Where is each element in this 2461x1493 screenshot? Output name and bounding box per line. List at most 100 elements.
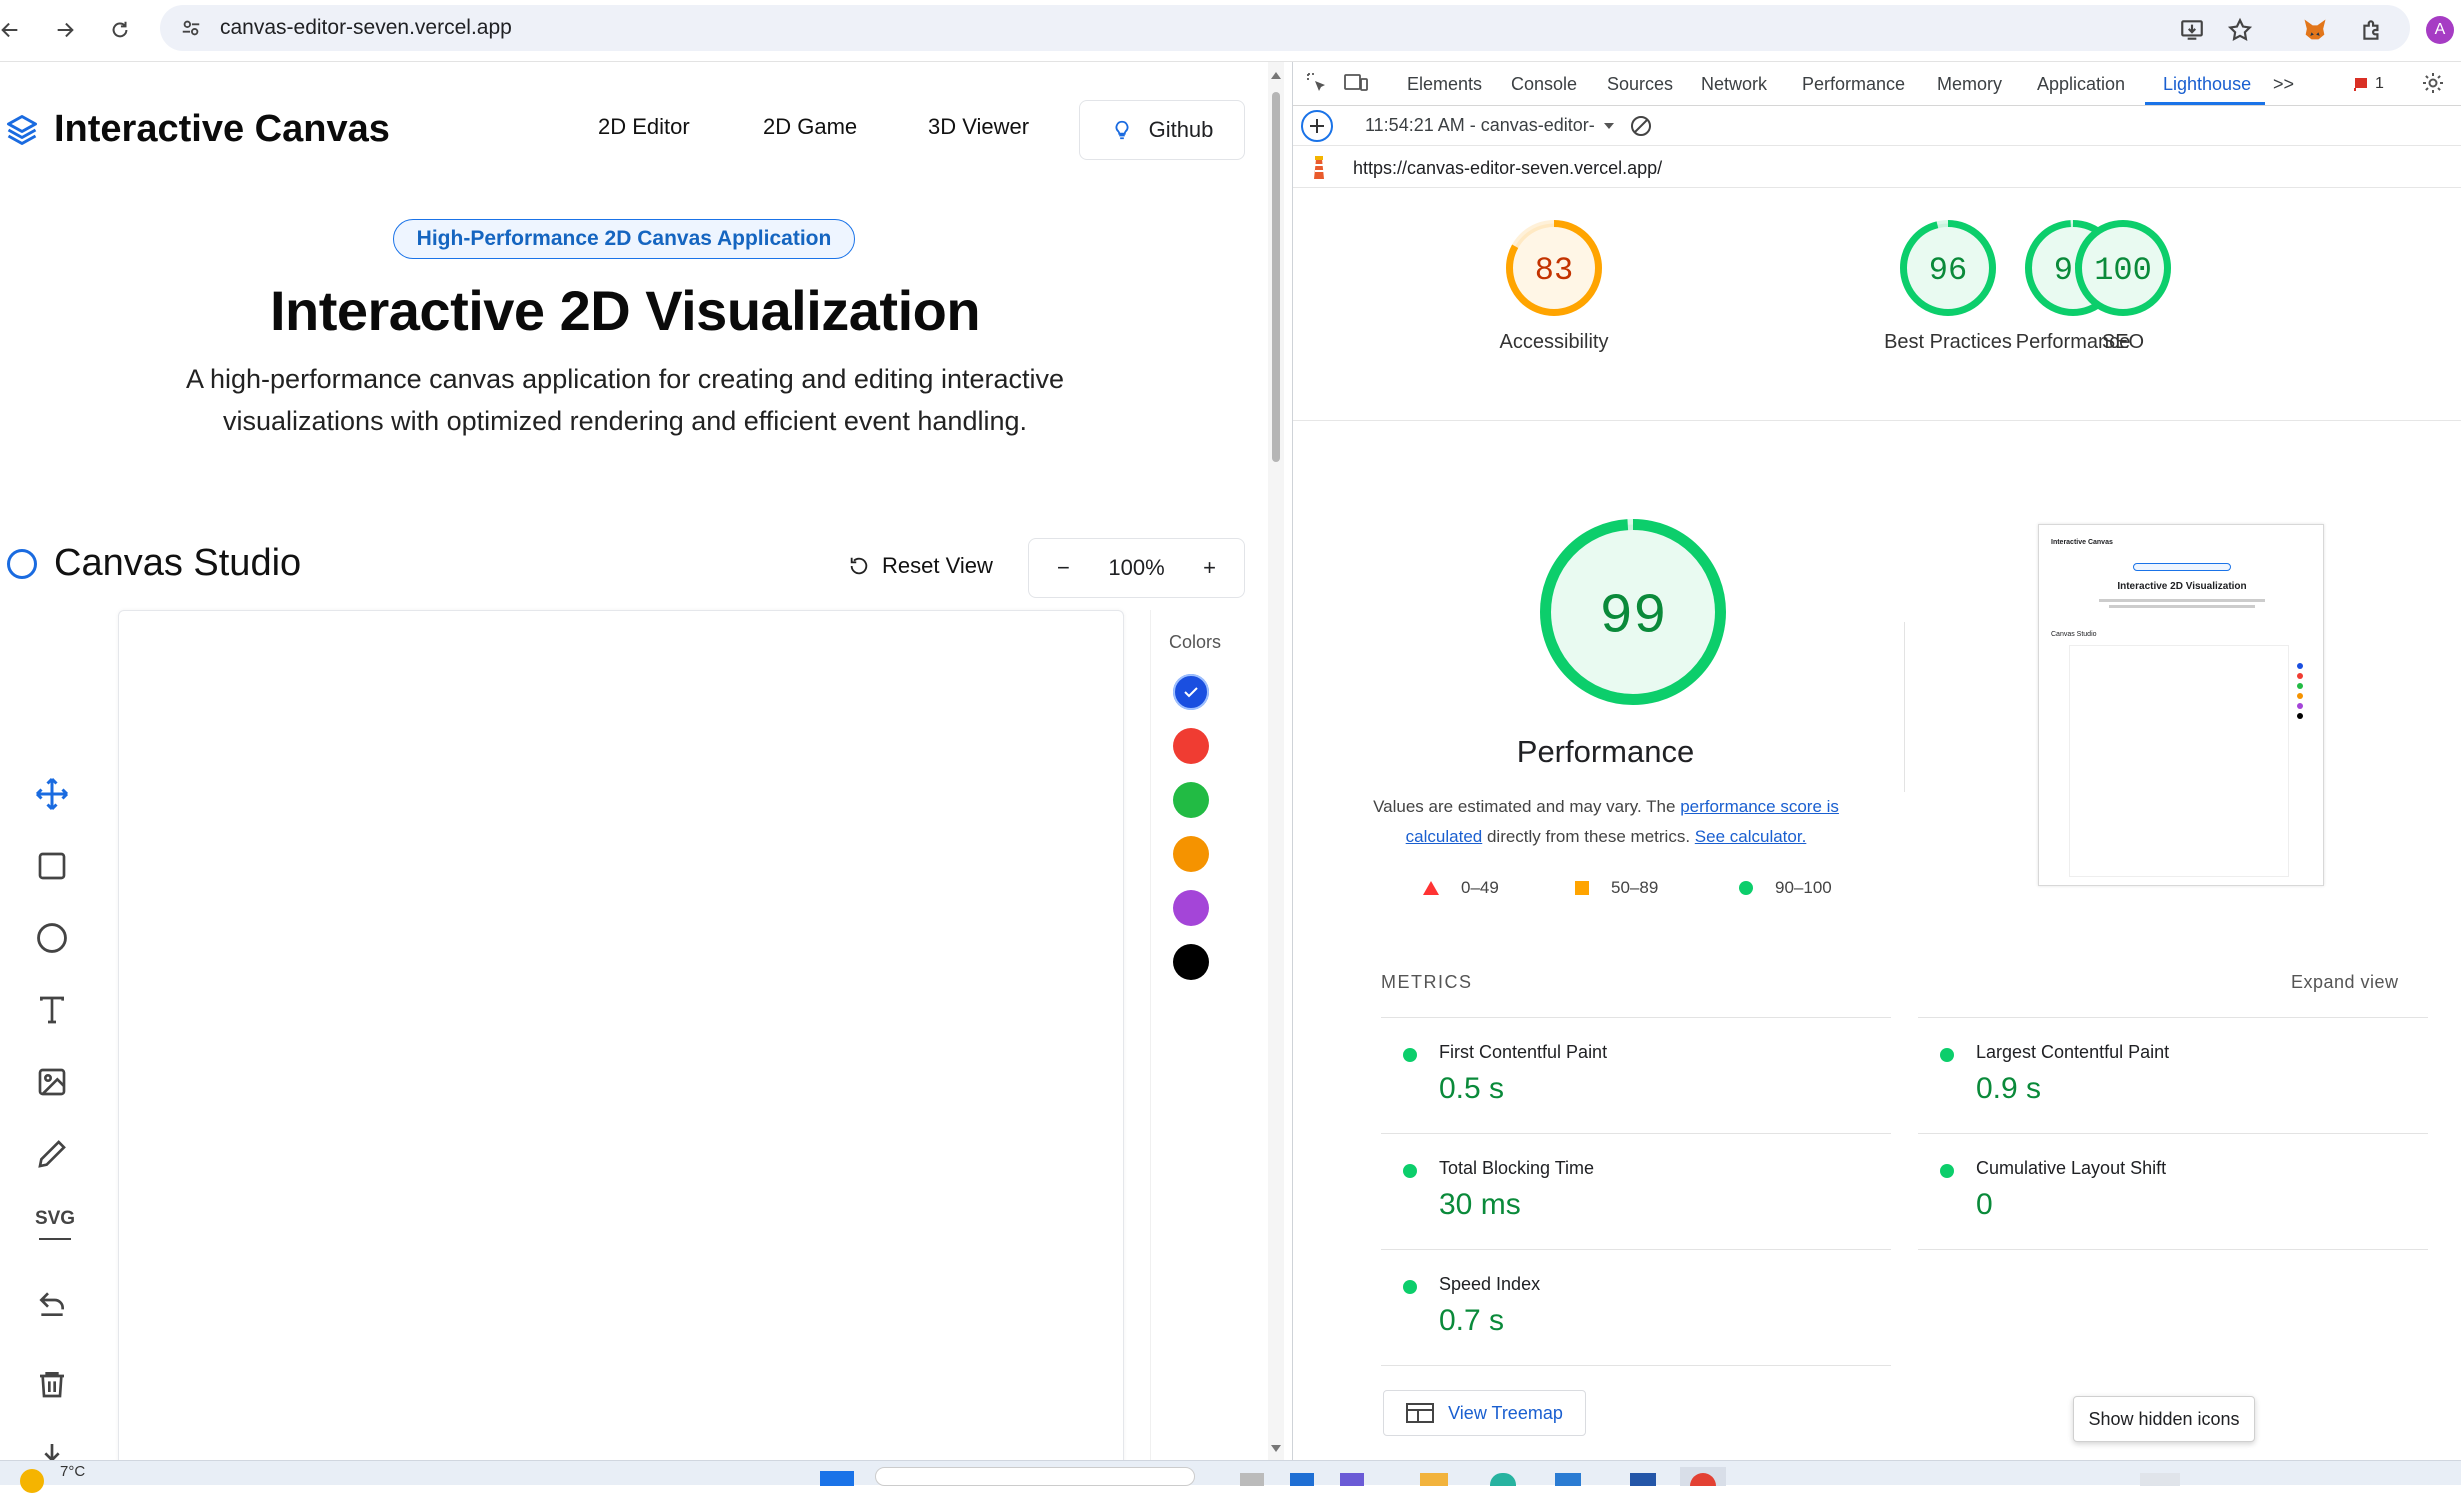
taskbar-search[interactable]: [875, 1467, 1195, 1486]
nav-3d-viewer[interactable]: 3D Viewer: [928, 114, 1030, 139]
metamask-extension-button[interactable]: [2295, 10, 2335, 50]
page-scrollbar[interactable]: [1268, 62, 1284, 1462]
taskbar-app-icon[interactable]: [1555, 1473, 1581, 1486]
start-icon[interactable]: [820, 1471, 854, 1486]
inspect-element-button[interactable]: [1305, 71, 1329, 95]
reset-view-button[interactable]: Reset View: [848, 553, 993, 579]
color-swatch-orange[interactable]: [1173, 836, 1209, 872]
thumb-swatch: [2297, 713, 2303, 719]
issues-counter[interactable]: 1: [2353, 75, 2384, 93]
brand[interactable]: Interactive Canvas: [4, 108, 390, 151]
zoom-in-button[interactable]: +: [1203, 555, 1216, 580]
taskbar-app-icon[interactable]: [1630, 1473, 1656, 1486]
install-app-button[interactable]: [2172, 10, 2212, 50]
browser-toolbar: canvas-editor-seven.vercel.app A: [0, 0, 2461, 62]
extensions-button[interactable]: [2352, 10, 2392, 50]
calculator-link[interactable]: See calculator.: [1694, 827, 1807, 846]
divider: [1381, 1365, 1891, 1366]
perf-score-link[interactable]: performance score is calculated: [1405, 797, 1839, 846]
metric-speed-index: Speed Index 0.7 s: [1381, 1249, 1891, 1365]
brand-title: Interactive Canvas: [54, 108, 390, 150]
scroll-down-icon[interactable]: [1270, 1444, 1282, 1454]
tool-undo[interactable]: [30, 1282, 74, 1326]
new-report-button[interactable]: [1300, 109, 1334, 143]
taskbar-app-icon[interactable]: [1490, 1473, 1516, 1486]
tab-memory[interactable]: Memory: [1937, 74, 2003, 94]
back-button[interactable]: [0, 10, 30, 50]
drawing-canvas[interactable]: [118, 610, 1124, 1460]
circle-icon: [37, 923, 67, 953]
gauge-arc: [1540, 519, 1726, 705]
clear-reports-button[interactable]: [1629, 114, 1653, 138]
score-gauge: 100: [2075, 220, 2171, 316]
tray-icon[interactable]: [2140, 1473, 2180, 1486]
scrollbar-thumb[interactable]: [1272, 92, 1280, 462]
tab-network[interactable]: Network: [1701, 74, 1768, 94]
reload-button[interactable]: [100, 10, 140, 50]
tool-text[interactable]: [30, 988, 74, 1032]
hero-description: A high-performance canvas application fo…: [185, 364, 1064, 436]
metric-name: Cumulative Layout Shift: [1976, 1158, 2167, 1178]
lighthouse-toolbar: 11:54:21 AM - canvas-editor-: [1293, 106, 2461, 146]
show-hidden-icons-tooltip: Show hidden icons: [2073, 1396, 2255, 1442]
tool-circle[interactable]: [30, 916, 74, 960]
tool-pencil[interactable]: [30, 1132, 74, 1176]
tool-rectangle[interactable]: [30, 844, 74, 888]
tool-move[interactable]: [30, 772, 74, 816]
gauge-best-practices[interactable]: 96 Best Practices: [1883, 218, 2013, 357]
color-swatch-green[interactable]: [1173, 782, 1209, 818]
tab-console[interactable]: Console: [1511, 74, 1578, 94]
taskbar-app-icon[interactable]: [1240, 1473, 1264, 1486]
folder-icon[interactable]: [1420, 1473, 1448, 1486]
tool-svg[interactable]: SVG: [30, 1202, 80, 1246]
metric-name: Total Blocking Time: [1439, 1158, 1595, 1178]
tab-elements[interactable]: Elements: [1407, 74, 1483, 94]
taskbar-app-icon[interactable]: [1290, 1473, 1314, 1486]
tab-performance[interactable]: Performance: [1802, 74, 1906, 94]
taskbar-app-icon[interactable]: [1340, 1473, 1364, 1486]
gauge-accessibility[interactable]: 83 Accessibility: [1489, 218, 1619, 357]
tool-sidebar: SVG: [0, 612, 105, 1460]
nav-2d-game[interactable]: 2D Game: [763, 114, 858, 139]
color-swatch-black[interactable]: [1173, 944, 1209, 980]
gauge-score: 99: [1599, 585, 1666, 649]
divider: [1918, 1249, 2428, 1250]
metric-value: 0.7 s: [1439, 1304, 1505, 1337]
undo-icon: [39, 1292, 64, 1316]
tab-application[interactable]: Application: [2037, 74, 2126, 94]
address-bar[interactable]: canvas-editor-seven.vercel.app: [160, 5, 2410, 51]
github-button[interactable]: Github: [1079, 100, 1245, 160]
page-screenshot-thumbnail[interactable]: Interactive Canvas Interactive 2D Visual…: [2038, 524, 2324, 886]
expand-view-button[interactable]: Expand view: [2291, 972, 2399, 992]
tool-download[interactable]: [30, 1434, 74, 1460]
nav-2d-editor[interactable]: 2D Editor: [598, 114, 690, 139]
devtools-settings-button[interactable]: [2421, 71, 2445, 95]
pass-dot: [1403, 1164, 1417, 1178]
view-treemap-button[interactable]: View Treemap: [1383, 1390, 1586, 1436]
more-tabs-button[interactable]: >>: [2273, 74, 2295, 94]
taskbar-app-active[interactable]: [1680, 1467, 1726, 1486]
device-toolbar-button[interactable]: [1343, 71, 1369, 95]
legend-pass: 90–100: [1739, 878, 1832, 898]
forward-button[interactable]: [45, 10, 85, 50]
report-selector[interactable]: 11:54:21 AM - canvas-editor-: [1365, 115, 1615, 136]
scroll-up-icon[interactable]: [1270, 70, 1282, 80]
tool-image[interactable]: [30, 1060, 74, 1104]
color-swatch-purple[interactable]: [1173, 890, 1209, 926]
weather-sun-icon: [20, 1469, 44, 1493]
puzzle-icon: [2363, 20, 2379, 40]
circle-icon: [7, 548, 37, 579]
zoom-out-button[interactable]: −: [1057, 555, 1070, 580]
tool-delete[interactable]: [30, 1362, 74, 1406]
tab-lighthouse[interactable]: Lighthouse: [2163, 74, 2252, 94]
profile-avatar[interactable]: A: [2420, 10, 2460, 50]
tab-sources[interactable]: Sources: [1607, 74, 1674, 94]
color-swatch-red[interactable]: [1173, 728, 1209, 764]
gauge-seo[interactable]: 100 SEO: [2068, 218, 2178, 357]
bookmark-button[interactable]: [2220, 10, 2260, 50]
url-text: canvas-editor-seven.vercel.app: [220, 16, 512, 39]
weather-temp[interactable]: 7°C: [60, 1463, 86, 1480]
color-swatch-blue[interactable]: [1173, 674, 1209, 710]
score-gauge: 83: [1506, 220, 1602, 316]
site-info-icon[interactable]: [176, 13, 206, 43]
